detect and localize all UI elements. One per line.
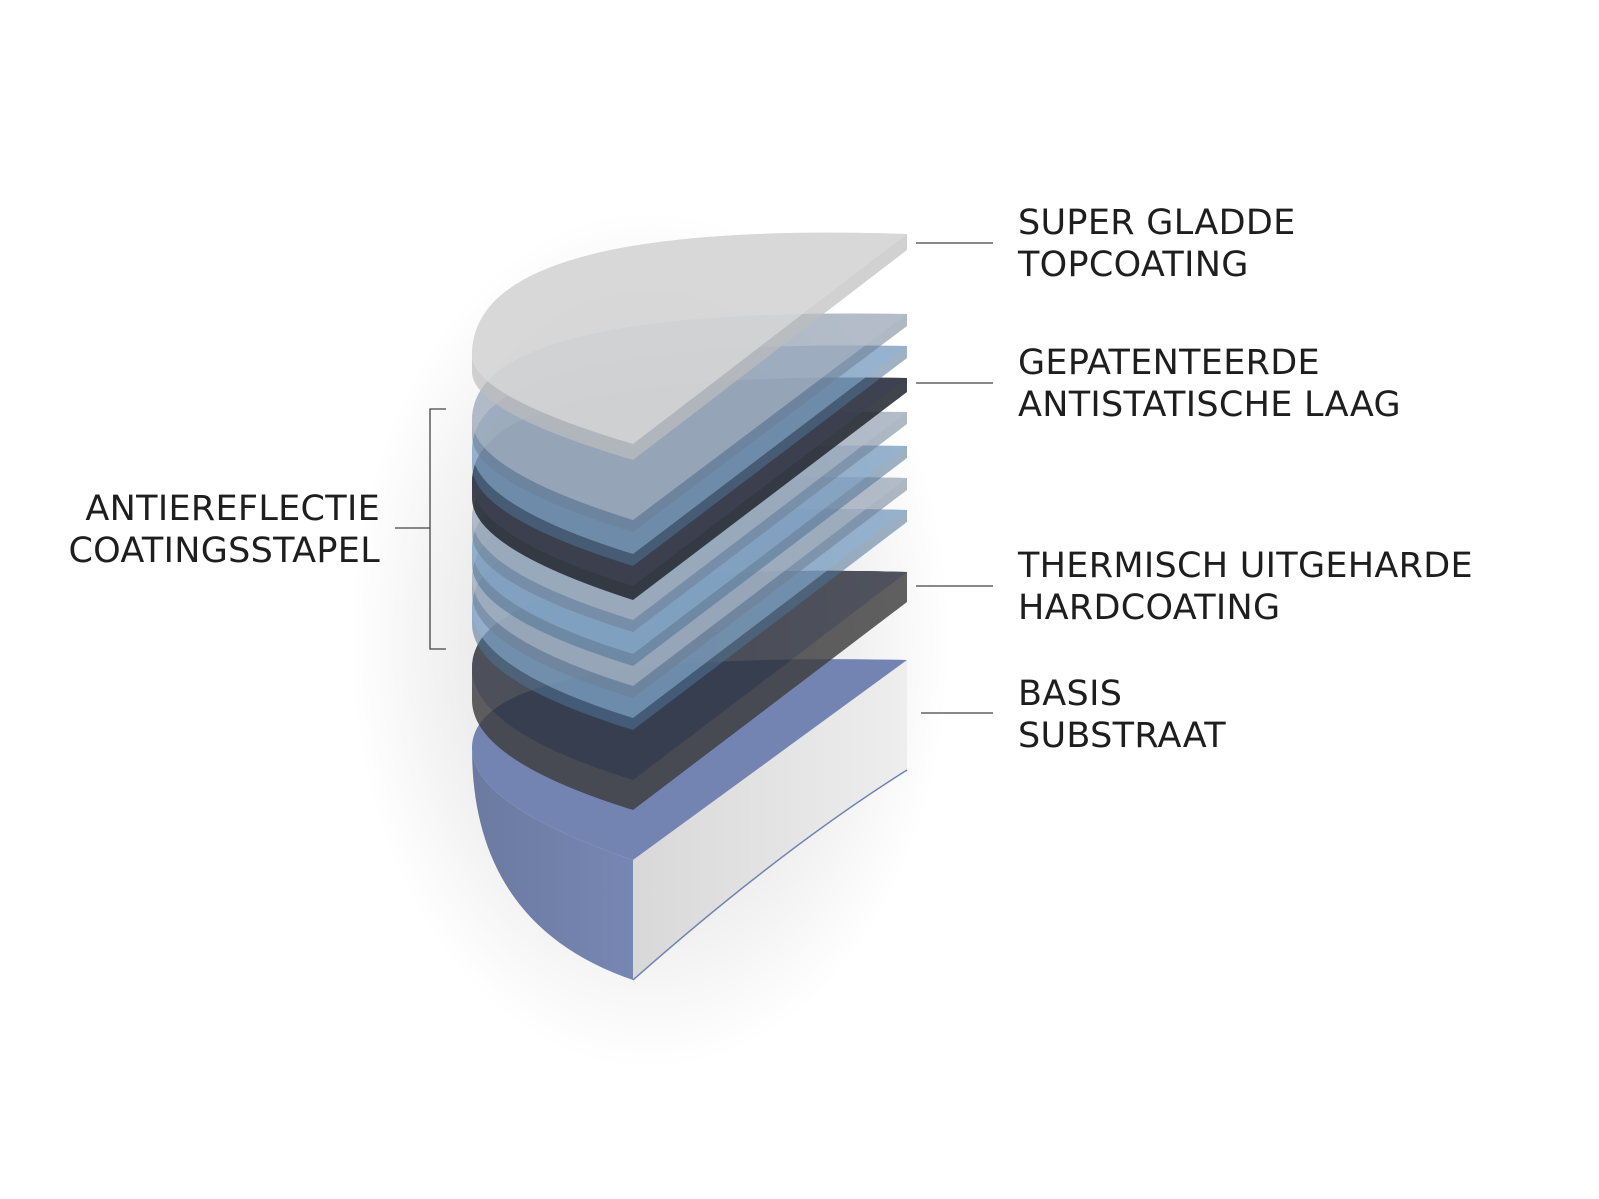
antistatic-label-line1: GEPATENTEERDE [1018, 343, 1320, 383]
hardcoat-label: THERMISCH UITGEHARDE HARDCOATING [1018, 545, 1473, 629]
substrate-face [633, 660, 907, 980]
antistatic-label-line2: ANTISTATISCHE LAAG [1018, 385, 1401, 425]
topcoat-label: SUPER GLADDE TOPCOATING [1018, 202, 1295, 286]
topcoat-label-line1: SUPER GLADDE [1018, 203, 1296, 243]
topcoat-label-line2: TOPCOATING [1018, 245, 1249, 285]
substrate-side [472, 748, 633, 980]
topcoat-layer [472, 232, 907, 460]
substrate-label-line1: BASIS [1018, 674, 1123, 714]
ar-stack-label-line2: COATINGSSTAPEL [68, 531, 380, 571]
ar-stack-label: ANTIEREFLECTIE COATINGSSTAPEL [60, 488, 380, 572]
ar-stack-layers [472, 313, 907, 730]
hardcoat-label-line2: HARDCOATING [1018, 588, 1281, 628]
substrate-label-line2: SUBSTRAAT [1018, 716, 1226, 756]
antistatic-label: GEPATENTEERDE ANTISTATISCHE LAAG [1018, 342, 1401, 426]
ar-stack-label-line1: ANTIEREFLECTIE [85, 489, 380, 529]
hardcoat-label-line1: THERMISCH UITGEHARDE [1018, 546, 1473, 586]
substrate-label: BASIS SUBSTRAAT [1018, 673, 1226, 757]
ar-stack-bracket [429, 408, 446, 650]
